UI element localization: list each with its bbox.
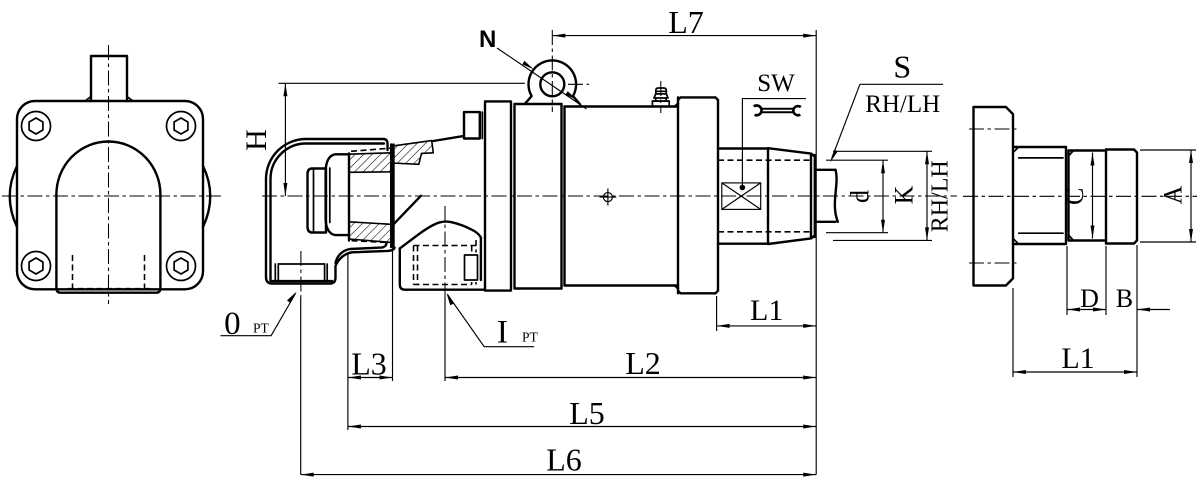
svg-text:L1: L1: [750, 294, 783, 327]
svg-text:K: K: [890, 185, 919, 204]
svg-text:SW: SW: [757, 70, 795, 97]
svg-text:PT: PT: [253, 320, 270, 335]
svg-text:C: C: [1060, 188, 1089, 205]
svg-text:H: H: [240, 129, 273, 151]
svg-text:B: B: [1116, 284, 1133, 313]
svg-text:L5: L5: [569, 395, 605, 431]
svg-text:L1: L1: [1061, 342, 1094, 375]
svg-text:A: A: [1158, 185, 1187, 204]
svg-text:L6: L6: [546, 441, 582, 477]
svg-text:S: S: [893, 48, 911, 84]
svg-text:RH/LH: RH/LH: [928, 160, 954, 232]
svg-text:L3: L3: [351, 346, 387, 382]
svg-text:d: d: [846, 190, 875, 203]
svg-text:L2: L2: [625, 345, 661, 381]
svg-text:I: I: [497, 315, 508, 351]
svg-text:0: 0: [224, 306, 241, 342]
svg-text:L7: L7: [668, 4, 704, 40]
svg-text:D: D: [1080, 284, 1099, 313]
svg-text:RH/LH: RH/LH: [865, 91, 940, 118]
svg-text:N: N: [479, 26, 496, 53]
svg-text:PT: PT: [522, 329, 539, 344]
